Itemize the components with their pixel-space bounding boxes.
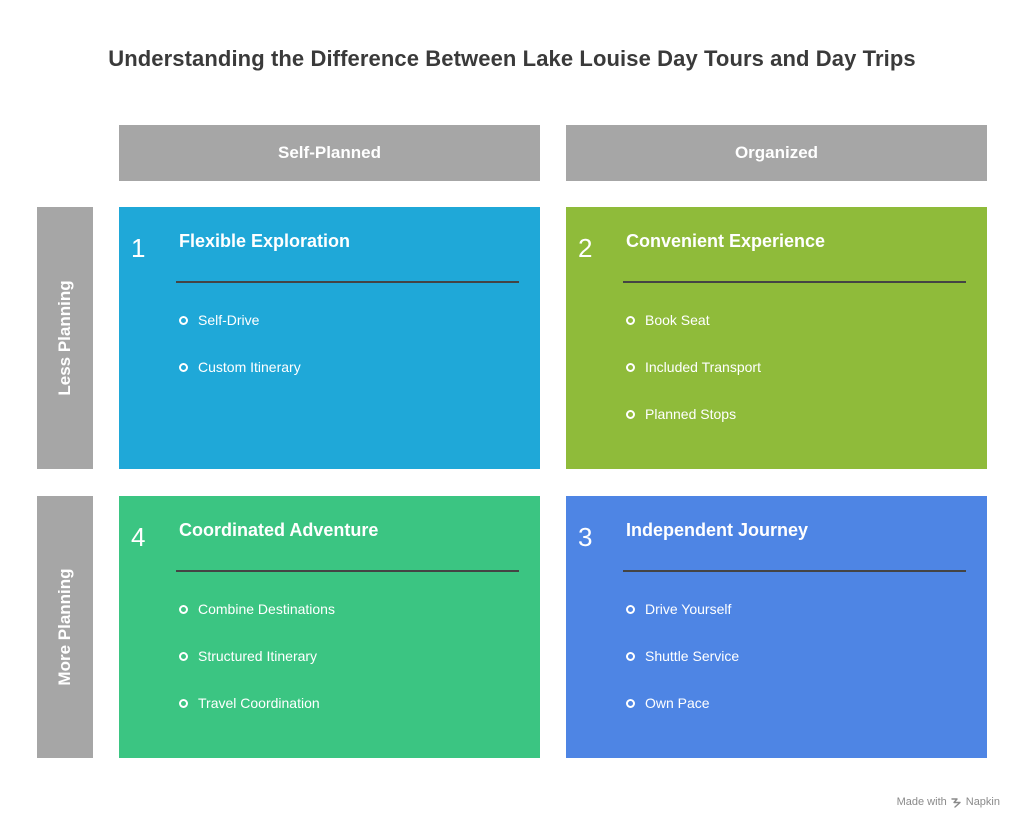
quadrant-item-list: Drive Yourself Shuttle Service Own Pace xyxy=(626,600,739,741)
quadrant-item-list: Combine Destinations Structured Itinerar… xyxy=(179,600,335,741)
bullet-ring-icon xyxy=(626,652,635,661)
quadrant-divider xyxy=(623,570,966,572)
made-with-label: Made with xyxy=(896,796,947,808)
list-item-label: Own Pace xyxy=(645,695,710,711)
quadrant-divider xyxy=(176,570,519,572)
made-with-napkin-badge[interactable]: Made with Napkin xyxy=(897,796,1000,808)
list-item: Self-Drive xyxy=(179,311,301,358)
bullet-ring-icon xyxy=(179,316,188,325)
list-item-label: Shuttle Service xyxy=(645,648,740,664)
quadrant-heading: Convenient Experience xyxy=(626,231,826,251)
list-item: Planned Stops xyxy=(626,405,761,452)
list-item-label: Planned Stops xyxy=(645,406,737,422)
napkin-logo-icon xyxy=(951,797,962,808)
quadrant-heading: Coordinated Adventure xyxy=(179,520,379,540)
column-header-self-planned: Self-Planned xyxy=(119,125,540,181)
bullet-ring-icon xyxy=(179,363,188,372)
quadrant-number: 1 xyxy=(131,233,146,263)
bullet-ring-icon xyxy=(626,363,635,372)
list-item-label: Self-Drive xyxy=(198,312,260,328)
bullet-ring-icon xyxy=(626,605,635,614)
bullet-ring-icon xyxy=(179,699,188,708)
list-item: Drive Yourself xyxy=(626,600,739,647)
quadrant-heading: Flexible Exploration xyxy=(179,231,351,251)
row-header-label: More Planning xyxy=(55,568,74,686)
column-header-organized: Organized xyxy=(566,125,987,181)
list-item-label: Book Seat xyxy=(645,312,710,328)
row-header-label: Less Planning xyxy=(55,280,74,396)
bullet-ring-icon xyxy=(626,316,635,325)
list-item: Included Transport xyxy=(626,358,761,405)
quadrant-convenient-experience: 2 Convenient Experience Book Seat Includ… xyxy=(566,207,987,469)
diagram-title: Understanding the Difference Between Lak… xyxy=(108,46,916,71)
quadrant-coordinated-adventure: 4 Coordinated Adventure Combine Destinat… xyxy=(119,496,540,758)
list-item-label: Included Transport xyxy=(645,359,761,375)
quadrant-independent-journey: 3 Independent Journey Drive Yourself Shu… xyxy=(566,496,987,758)
list-item-label: Travel Coordination xyxy=(198,695,320,711)
napkin-brand-label: Napkin xyxy=(965,796,1000,808)
quadrant-divider xyxy=(623,281,966,283)
row-header-less-planning: Less Planning xyxy=(37,207,93,469)
list-item-label: Custom Itinerary xyxy=(198,359,301,375)
bullet-ring-icon xyxy=(626,410,635,419)
quadrant-item-list: Self-Drive Custom Itinerary xyxy=(179,311,301,405)
list-item-label: Combine Destinations xyxy=(198,601,335,617)
list-item-label: Drive Yourself xyxy=(645,601,732,617)
quadrant-heading: Independent Journey xyxy=(626,520,809,540)
quadrant-number: 3 xyxy=(578,522,593,552)
list-item: Travel Coordination xyxy=(179,694,335,741)
list-item: Book Seat xyxy=(626,311,761,358)
quadrant-number: 4 xyxy=(131,522,146,552)
list-item: Custom Itinerary xyxy=(179,358,301,405)
quadrant-flexible-exploration: 1 Flexible Exploration Self-Drive Custom… xyxy=(119,207,540,469)
list-item: Own Pace xyxy=(626,694,739,741)
list-item: Shuttle Service xyxy=(626,647,739,694)
list-item: Combine Destinations xyxy=(179,600,335,647)
quadrant-number: 2 xyxy=(578,233,593,263)
row-header-more-planning: More Planning xyxy=(37,496,93,758)
list-item: Structured Itinerary xyxy=(179,647,335,694)
bullet-ring-icon xyxy=(179,605,188,614)
list-item-label: Structured Itinerary xyxy=(198,648,318,664)
quadrant-divider xyxy=(176,281,519,283)
bullet-ring-icon xyxy=(626,699,635,708)
bullet-ring-icon xyxy=(179,652,188,661)
quadrant-item-list: Book Seat Included Transport Planned Sto… xyxy=(626,311,761,452)
